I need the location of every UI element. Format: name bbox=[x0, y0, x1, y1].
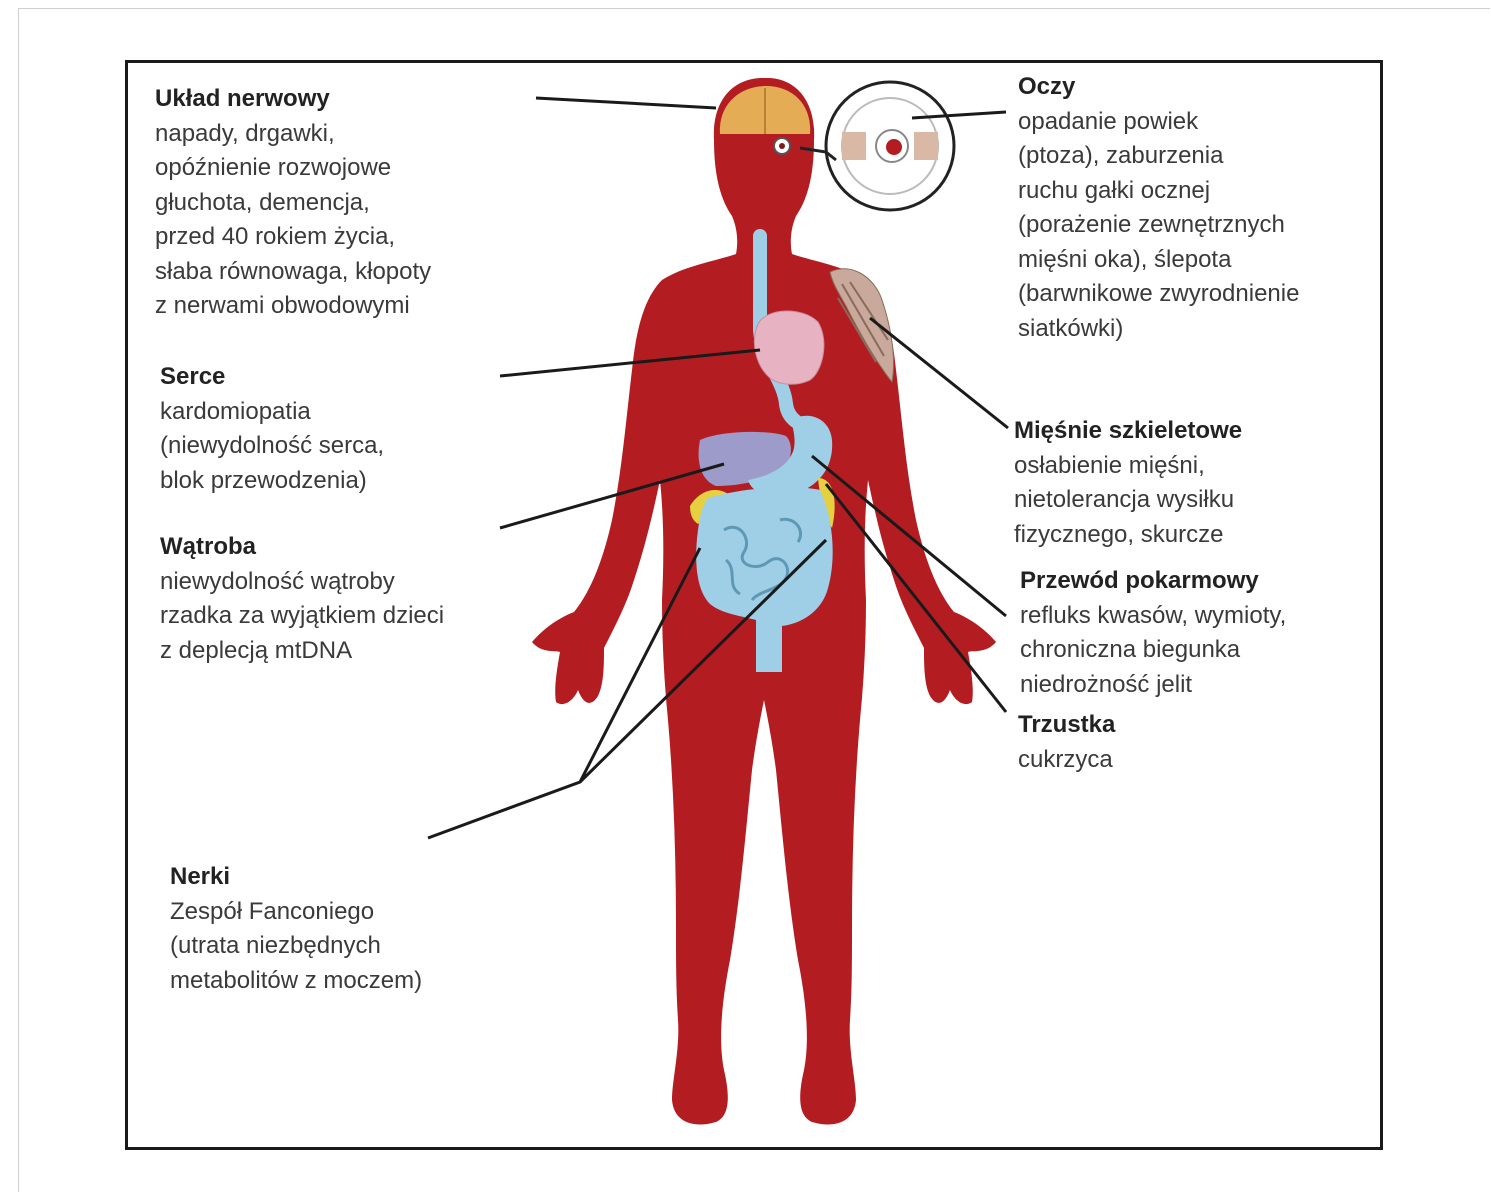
annotation-title: Wątroba bbox=[160, 530, 444, 565]
small-eye-pupil bbox=[779, 143, 785, 149]
annotation-liver: Wątroba niewydolność wątroby rzadka za w… bbox=[160, 530, 444, 668]
annotation-title: Oczy bbox=[1018, 70, 1299, 105]
annotation-body: opadanie powiek (ptoza), zaburzenia ruch… bbox=[1018, 105, 1299, 347]
annotation-digestive-tract: Przewód pokarmowy refluks kwasów, wymiot… bbox=[1020, 564, 1286, 702]
annotation-title: Serce bbox=[160, 360, 384, 395]
annotation-body: cukrzyca bbox=[1018, 743, 1115, 778]
annotation-title: Układ nerwowy bbox=[155, 82, 431, 117]
pointer-nervous bbox=[536, 98, 716, 108]
annotation-body: niewydolność wątroby rzadka za wyjątkiem… bbox=[160, 565, 444, 669]
annotation-title: Trzustka bbox=[1018, 708, 1115, 743]
annotation-body: osłabienie mięśni, nietolerancja wysiłku… bbox=[1014, 449, 1242, 553]
annotation-body: kardomiopatia (niewydolność serca, blok … bbox=[160, 395, 384, 499]
annotation-body: Zespół Fanconiego (utrata niezbędnych me… bbox=[170, 895, 422, 999]
annotation-body: napady, drgawki, opóźnienie rozwojowe gł… bbox=[155, 117, 431, 324]
heart-organ bbox=[754, 311, 824, 384]
annotation-kidneys: Nerki Zespół Fanconiego (utrata niezbędn… bbox=[170, 860, 422, 998]
annotation-title: Nerki bbox=[170, 860, 422, 895]
eye-muscle-right bbox=[914, 132, 938, 160]
annotation-heart: Serce kardomiopatia (niewydolność serca,… bbox=[160, 360, 384, 498]
annotation-eyes: Oczy opadanie powiek (ptoza), zaburzenia… bbox=[1018, 70, 1299, 346]
annotation-body: refluks kwasów, wymioty, chroniczna bieg… bbox=[1020, 599, 1286, 703]
annotation-nervous-system: Układ nerwowy napady, drgawki, opóźnieni… bbox=[155, 82, 431, 324]
annotation-pancreas: Trzustka cukrzyca bbox=[1018, 708, 1115, 777]
iris-icon bbox=[886, 139, 902, 155]
annotation-title: Mięśnie szkieletowe bbox=[1014, 414, 1242, 449]
annotation-skeletal-muscles: Mięśnie szkieletowe osłabienie mięśni, n… bbox=[1014, 414, 1242, 552]
annotation-title: Przewód pokarmowy bbox=[1020, 564, 1286, 599]
eye-muscle-left bbox=[842, 132, 866, 160]
